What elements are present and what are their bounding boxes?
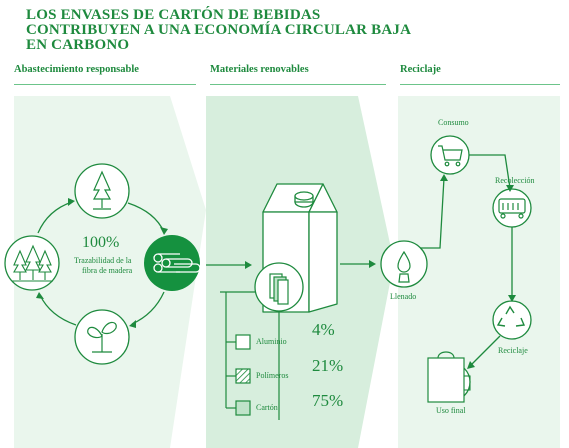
drop-icon — [397, 250, 411, 283]
swatch-aluminio — [235, 334, 251, 350]
young-tree-circle — [74, 163, 130, 219]
recycle-symbol-icon — [496, 305, 526, 327]
material-percent-polimeros: 21% — [312, 356, 344, 375]
sourcing-cycle-arrows — [36, 198, 168, 328]
forest-icon — [12, 244, 53, 282]
title-line-3: EN CARBONO — [26, 37, 130, 53]
recycling-bin-icon — [498, 198, 526, 219]
shopping-cart-icon — [438, 145, 463, 167]
page-title: LOS ENVASES DE CARTÓN DE BEBIDAS CONTRIB… — [26, 8, 546, 53]
forest-circle — [4, 235, 60, 291]
sprout-icon — [87, 321, 117, 353]
section-label-materials: Materiales renovables — [210, 64, 309, 75]
arrow-filling-consumption — [420, 177, 445, 249]
section-label-sourcing: Abastecimiento responsable — [14, 64, 139, 75]
arrow-consumption-collection — [469, 154, 511, 189]
traceability-label-line-2: fibra de madera — [82, 266, 133, 275]
swatch-carton — [235, 400, 251, 416]
step-label-recoleccion: Recolección — [495, 176, 535, 185]
filling-circle — [380, 240, 428, 288]
section-rule-sourcing — [14, 84, 196, 85]
material-name-carton: Cartón — [256, 403, 278, 412]
paper-bag-icon — [427, 351, 465, 403]
timber-circle — [144, 235, 200, 291]
materials-bracket — [220, 291, 280, 420]
traceability-stat: 100% — [82, 234, 120, 251]
section-label-recycling: Reciclaje — [400, 64, 441, 75]
material-percent-aluminio: 4% — [312, 320, 335, 339]
timber-logs-icon — [153, 253, 201, 273]
step-label-llenado: Llenado — [390, 292, 417, 301]
step-label-reciclaje: Reciclaje — [498, 346, 528, 355]
section-rule-recycling — [400, 84, 560, 85]
panel-sourcing — [14, 96, 206, 448]
step-label-uso-final: Uso final — [436, 406, 466, 415]
title-line-2: CONTRIBUYEN A UNA ECONOMÍA CIRCULAR BAJA — [26, 22, 412, 38]
recycling-circle — [492, 300, 532, 340]
material-percent-carton: 75% — [312, 391, 344, 410]
recycling-loop-arrows — [420, 154, 513, 367]
traceability-label-line-1: Trazabilidad de la — [74, 256, 132, 265]
material-name-polimeros: Polímeros — [256, 371, 289, 380]
material-name-aluminio: Aluminio — [256, 337, 287, 346]
swatch-polimeros — [235, 368, 251, 384]
section-rule-materials — [210, 84, 386, 85]
young-tree-icon — [92, 170, 112, 210]
title-line-1: LOS ENVASES DE CARTÓN DE BEBIDAS — [26, 7, 321, 23]
arrow-recycling-enduse — [469, 335, 501, 367]
consumption-circle — [430, 135, 470, 175]
step-label-consumo: Consumo — [438, 118, 469, 127]
layers-icon — [269, 273, 289, 305]
